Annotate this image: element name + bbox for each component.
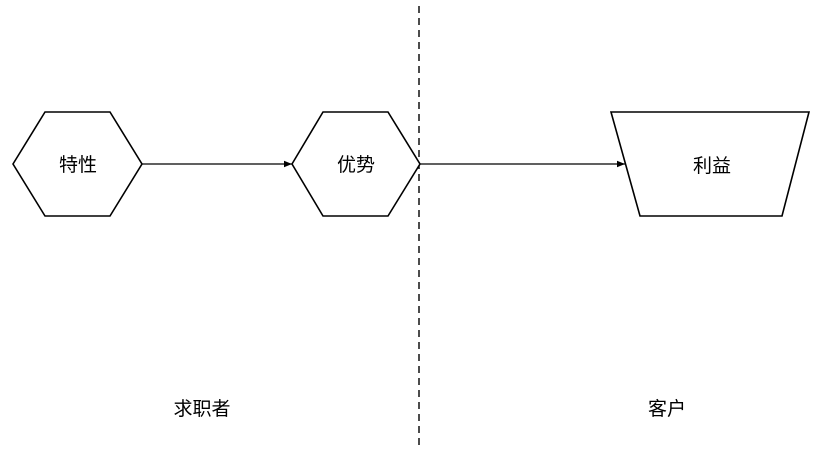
hexagon-shape [12,111,143,217]
node-features: 特性 [12,111,143,217]
node-features-label: 特性 [59,154,97,176]
region-label-job-seeker: 求职者 [173,398,230,420]
trapezoid-shape [609,111,811,217]
node-advantages: 优势 [291,111,421,217]
hexagon-shape [291,111,421,217]
node-benefits: 利益 [609,111,811,217]
node-benefits-label: 利益 [693,155,731,177]
region-label-customer: 客户 [648,398,686,420]
node-advantages-label: 优势 [337,154,375,176]
